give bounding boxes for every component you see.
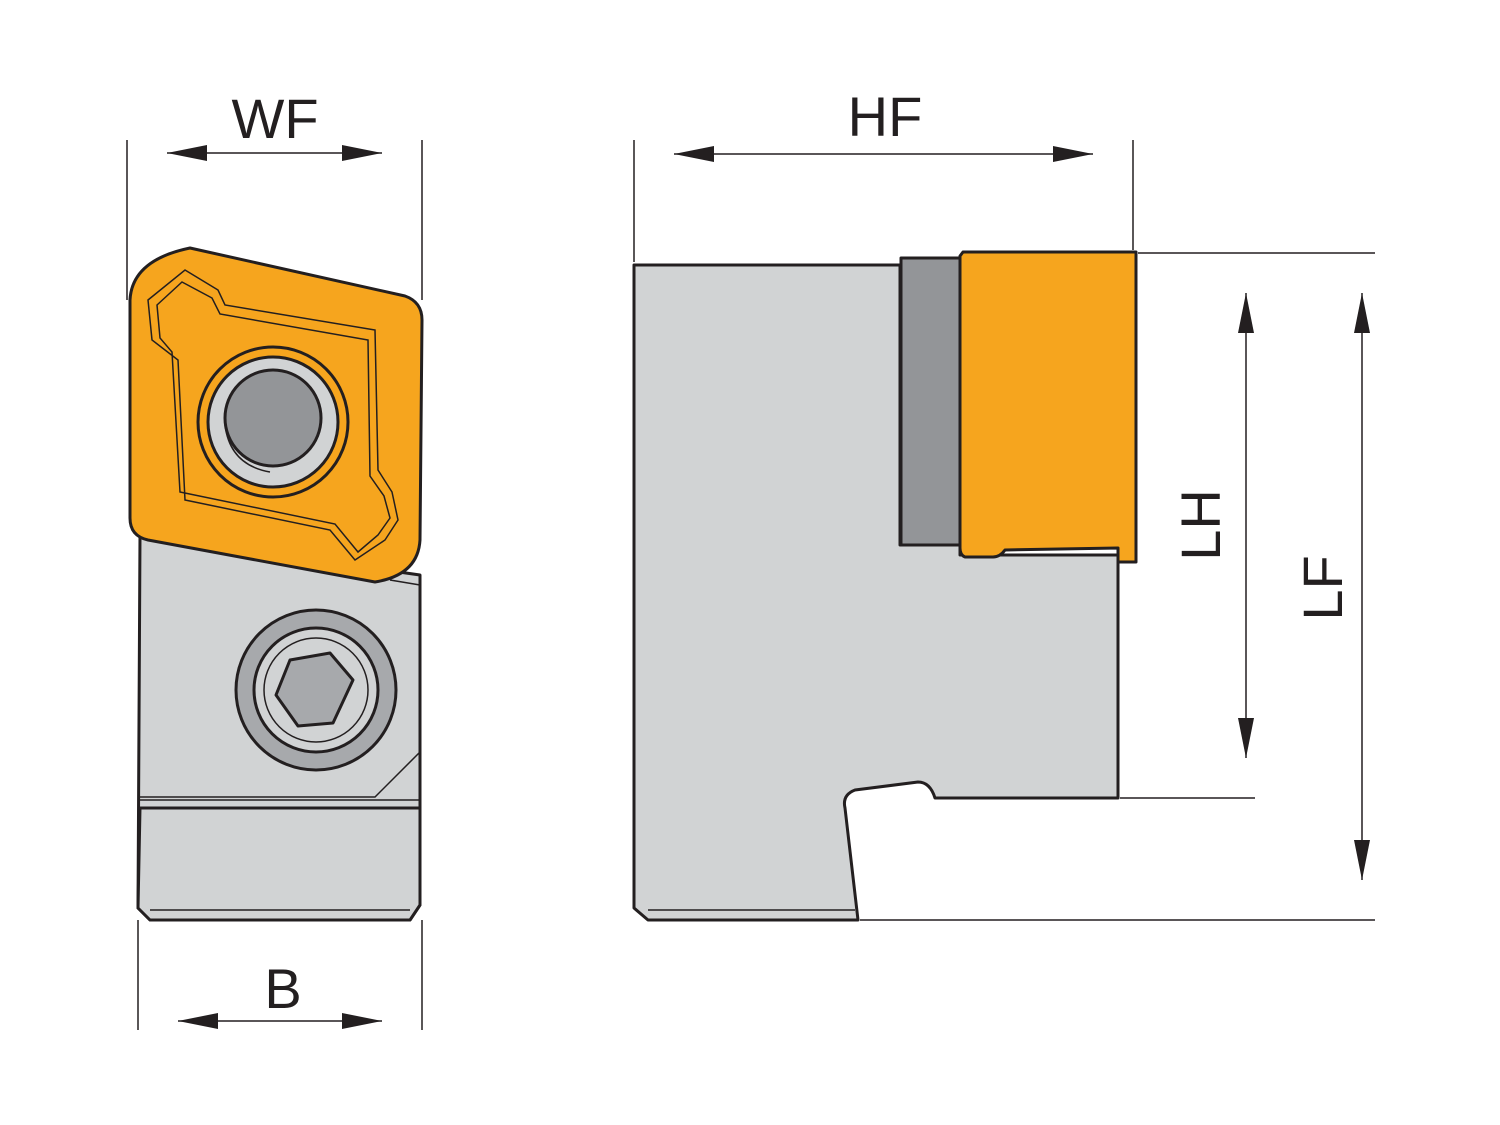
b-dimension: B: [137, 920, 423, 1030]
insert-hole: [223, 368, 323, 468]
cutting-insert-side: [958, 250, 1138, 564]
side-view: HF LH LF: [632, 85, 1375, 922]
b-label: B: [264, 957, 301, 1020]
side-shim: [899, 256, 963, 547]
front-chamfer-edge: [140, 751, 421, 798]
side-body: [632, 263, 1120, 922]
lf-dimension: LF: [860, 293, 1375, 921]
wf-label: WF: [231, 87, 318, 150]
clamp-screw: [234, 608, 398, 772]
cutting-insert-front: [128, 246, 424, 584]
front-base-strip: [136, 806, 422, 922]
front-view: WF B: [126, 87, 424, 1030]
lh-dimension: LH: [1120, 252, 1375, 799]
hf-dimension: HF: [633, 85, 1134, 262]
wf-dimension: WF: [126, 87, 423, 300]
hex-socket-icon: [274, 651, 355, 728]
lh-label: LH: [1169, 489, 1232, 561]
lf-label: LF: [1291, 555, 1354, 620]
hf-label: HF: [848, 85, 923, 148]
